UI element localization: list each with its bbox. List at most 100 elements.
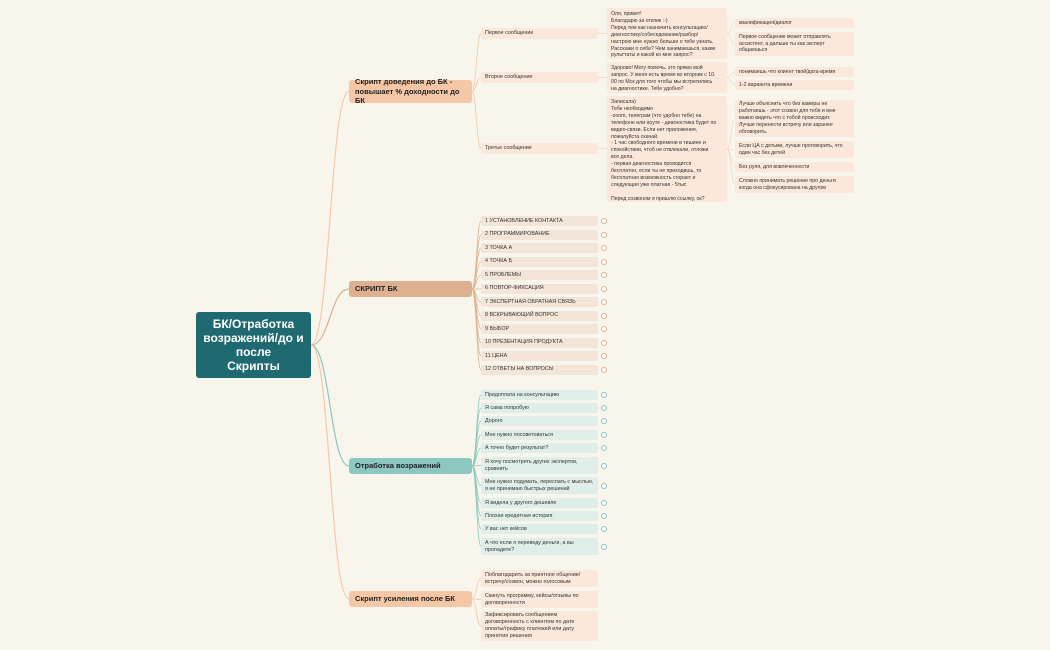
connector-line (726, 22, 736, 34)
objection-item[interactable]: Мне нужно подумать, переспать с мыслью, … (481, 477, 598, 494)
bk-step-item[interactable]: 11 ЦЕНА (481, 351, 598, 361)
connector-line (471, 598, 482, 627)
connector-line (471, 465, 482, 504)
expand-toggle-icon[interactable] (601, 232, 607, 238)
expand-toggle-icon[interactable] (601, 245, 607, 251)
expand-toggle-icon[interactable] (601, 500, 607, 506)
connector-line (471, 598, 482, 600)
expand-toggle-icon[interactable] (601, 353, 607, 359)
connector-line (471, 407, 482, 467)
bk-step-item[interactable]: 3 ТОЧКА А (481, 243, 598, 253)
detail-third-message[interactable]: Записала) Тебе необходимо -zoom, телегра… (607, 96, 727, 202)
note-client-datetime[interactable]: понимаешь что клиент твой/дата-время (735, 67, 854, 77)
connector-line (471, 288, 482, 344)
bk-step-item[interactable]: 5 ПРОБЛЕМЫ (481, 270, 598, 280)
connector-line (726, 33, 736, 45)
expand-toggle-icon[interactable] (601, 432, 607, 438)
note-no-wheel[interactable]: Без руля, для вовлеченности (735, 162, 854, 172)
connector-line (471, 394, 482, 467)
connector-line (471, 288, 482, 303)
root-topic[interactable]: БК/Отработка возражений/до и после Скрип… (196, 312, 311, 378)
objection-item[interactable]: Предоплата на консультацию (481, 390, 598, 400)
connector-line (471, 220, 482, 290)
expand-toggle-icon[interactable] (601, 526, 607, 532)
branch-after-bk[interactable]: Скрипт усиления после БК (349, 591, 472, 607)
leaf-third-message[interactable]: Третье сообщение (481, 143, 598, 154)
bk-step-item[interactable]: 9 ВЫБОР (481, 324, 598, 334)
bk-step-item[interactable]: 7 ЭКСПЕРТНАЯ ОБРАТНАЯ СВЯЗЬ (481, 297, 598, 307)
connector-line (471, 465, 482, 486)
bk-step-item[interactable]: 8 ВСКРЫВАЮЩИЙ ВОПРОС (481, 310, 598, 321)
expand-toggle-icon[interactable] (601, 418, 607, 424)
expand-toggle-icon[interactable] (601, 218, 607, 224)
expand-toggle-icon[interactable] (601, 482, 607, 489)
expand-toggle-icon[interactable] (601, 299, 607, 305)
leaf-send-program[interactable]: Скинуть программу, кейсы/отзывы по догов… (481, 591, 598, 608)
objection-item[interactable]: Плохая кредитная история (481, 511, 598, 521)
expand-toggle-icon[interactable] (601, 513, 607, 519)
objection-item[interactable]: Я хочу посмотреть других экспертов, срав… (481, 457, 598, 474)
connector-line (726, 148, 736, 185)
objection-item[interactable]: А что если я переведу деньги, а вы пропа… (481, 538, 598, 555)
bk-step-item[interactable]: 10 ПРЕЗЕНТАЦИЯ ПРОДУКТА (481, 337, 598, 348)
branch-script-bk[interactable]: СКРИПТ БК (349, 281, 472, 297)
root-connector (310, 288, 350, 346)
connector-line (471, 434, 482, 467)
connector-line (726, 118, 736, 150)
leaf-second-message[interactable]: Второе сообщение (481, 72, 598, 83)
connector-line (471, 465, 482, 467)
objection-item[interactable]: Я видела у другого дешевле (481, 498, 598, 508)
connector-line (726, 148, 736, 168)
objection-item[interactable]: Мне нужно посоветоваться (481, 430, 598, 440)
connector-line (471, 420, 482, 467)
root-connector (310, 344, 350, 600)
objection-item[interactable]: Дорого (481, 416, 598, 426)
root-connector (310, 90, 350, 346)
connector-line (471, 288, 482, 330)
branch-objections[interactable]: Отработка возражений (349, 458, 472, 474)
bk-step-item[interactable]: 4 ТОЧКА Б (481, 256, 598, 267)
connector-line (471, 261, 482, 290)
expand-toggle-icon[interactable] (601, 340, 607, 346)
connector-line (726, 71, 736, 78)
note-qualification[interactable]: квалификация/диалог (735, 18, 854, 28)
expand-toggle-icon[interactable] (601, 367, 607, 373)
expand-toggle-icon[interactable] (601, 462, 607, 469)
connector-line (471, 77, 482, 92)
expand-toggle-icon[interactable] (601, 543, 607, 550)
bk-step-item[interactable]: 1 УСТАНОВЛЕНИЕ КОНТАКТА (481, 216, 598, 226)
detail-first-message[interactable]: Оля, привет! Благодарю за отклик :-) Пер… (607, 8, 727, 59)
note-money-focus[interactable]: Сложно принимать решение про деньги когд… (735, 176, 854, 193)
expand-toggle-icon[interactable] (601, 326, 607, 332)
expand-toggle-icon[interactable] (601, 286, 607, 292)
leaf-fix-agreement[interactable]: Зафиксировать сообщением договоренность … (481, 611, 598, 641)
bk-step-item[interactable]: 2 ПРОГРАММИРОВАНИЕ (481, 229, 598, 240)
expand-toggle-icon[interactable] (601, 445, 607, 451)
bk-step-item[interactable]: 6 ПОВТОР-ФИКСАЦИЯ (481, 283, 598, 294)
connector-line (471, 91, 482, 149)
note-assistant[interactable]: Первое сообщение может отправлять ассист… (735, 32, 854, 56)
leaf-thank-client[interactable]: Поблагодарить за приятное общение/ встре… (481, 570, 598, 587)
expand-toggle-icon[interactable] (601, 405, 607, 411)
branch-script-to-bk[interactable]: Скрипт доведения до БК - повышает % дохо… (349, 77, 472, 105)
detail-second-message[interactable]: Здорово! Могу помочь, это прямо мой запр… (607, 62, 727, 93)
connector-line (471, 288, 482, 357)
objection-item[interactable]: У вас нет кейсов (481, 524, 598, 534)
bk-step-item[interactable]: 12 ОТВЕТЫ НА ВОПРОСЫ (481, 364, 598, 375)
note-time-options[interactable]: 1-2 варианта времени (735, 80, 854, 90)
expand-toggle-icon[interactable] (601, 313, 607, 319)
note-children[interactable]: Если ЦА с детьми, лучше проговорить, что… (735, 141, 854, 158)
connector-line (471, 465, 482, 530)
connector-line (597, 148, 608, 150)
expand-toggle-icon[interactable] (601, 272, 607, 278)
objection-item[interactable]: Я сама попробую (481, 403, 598, 413)
leaf-first-message[interactable]: Первое сообщение (481, 28, 598, 39)
connector-line (471, 288, 482, 371)
connector-line (471, 247, 482, 290)
expand-toggle-icon[interactable] (601, 259, 607, 265)
expand-toggle-icon[interactable] (601, 392, 607, 398)
connector-line (471, 465, 482, 547)
objection-item[interactable]: А точно будет результат? (481, 443, 598, 453)
note-camera[interactable]: Лучше объяснить что без камеры не работа… (735, 100, 854, 137)
